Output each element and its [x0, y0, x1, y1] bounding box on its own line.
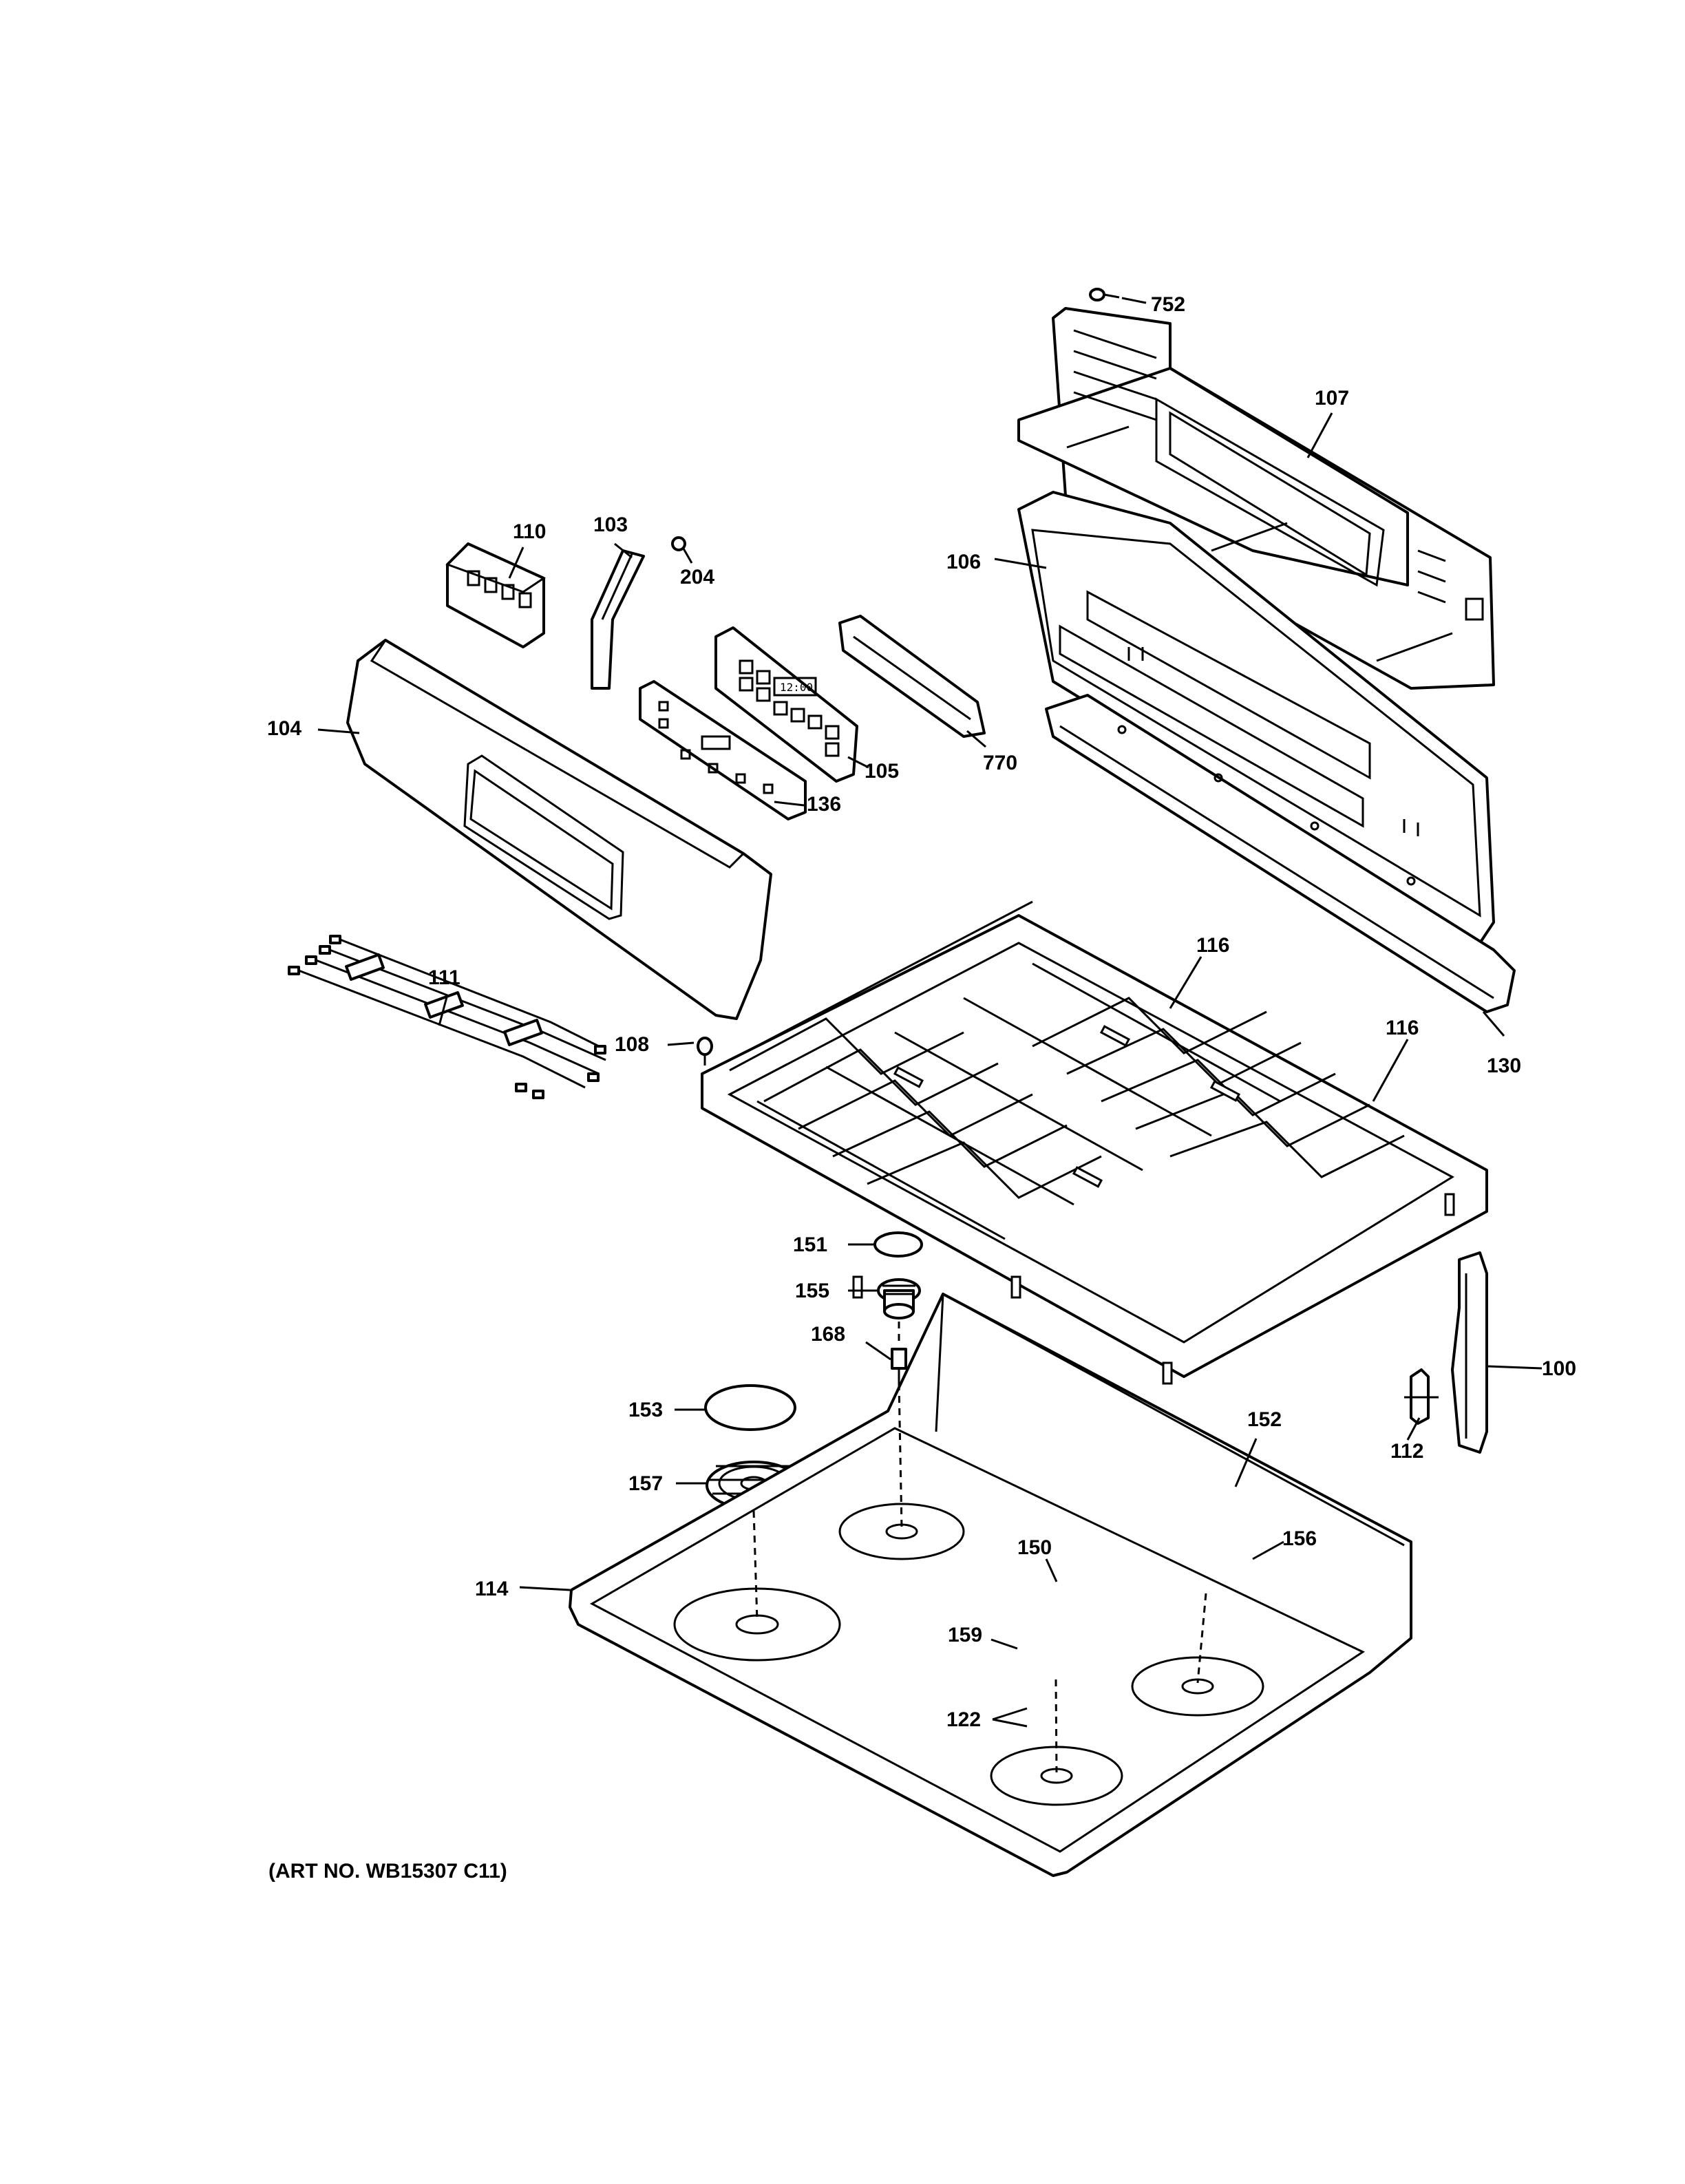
- callout-labels: 752 107 106 110 103 204 104 105 770 136 …: [267, 293, 1576, 1731]
- igniter-168: [891, 1322, 907, 1383]
- callout-151: 151: [793, 1233, 827, 1256]
- callout-111: 111: [428, 966, 460, 989]
- callout-100: 100: [1542, 1357, 1576, 1380]
- callout-108: 108: [615, 1033, 649, 1056]
- upper-rear-panel-107: [1017, 307, 1495, 690]
- callout-152: 152: [1247, 1408, 1282, 1431]
- callout-168: 168: [811, 1323, 845, 1346]
- callout-110: 110: [513, 520, 546, 543]
- callout-114: 114: [475, 1578, 509, 1600]
- callout-150: 150: [1017, 1536, 1052, 1559]
- knob-clip-108: [697, 1037, 713, 1066]
- cooktop-114: [569, 1293, 1412, 1877]
- screw-204: [671, 536, 686, 551]
- callout-155: 155: [795, 1280, 829, 1302]
- callout-204: 204: [680, 566, 714, 589]
- callout-116-lower: 116: [1386, 1017, 1419, 1039]
- callout-153: 153: [628, 1399, 663, 1421]
- callout-107: 107: [1315, 387, 1349, 410]
- callout-112: 112: [1390, 1440, 1423, 1463]
- callout-116-upper: 116: [1196, 934, 1229, 957]
- callout-122: 122: [946, 1708, 981, 1731]
- art-number: (ART NO. WB15307 C11): [268, 1860, 507, 1883]
- heat-shield-770: [838, 615, 986, 738]
- callout-157: 157: [628, 1472, 663, 1495]
- backsplash-trim-130: [1045, 694, 1516, 1013]
- callout-136: 136: [807, 793, 841, 816]
- leader-lines: [317, 297, 1543, 1728]
- callout-156: 156: [1282, 1527, 1317, 1550]
- burner-cap-153: [704, 1384, 796, 1431]
- lower-rear-panel-106: [1017, 491, 1495, 944]
- clip-112: [1404, 1368, 1439, 1425]
- screw-752: [1089, 288, 1120, 301]
- callout-752: 752: [1151, 293, 1185, 316]
- wire-harness-111: [288, 935, 606, 1099]
- control-panel-104: [346, 638, 772, 1020]
- callout-159: 159: [948, 1624, 982, 1646]
- control-board-110: [445, 542, 547, 648]
- bracket-103: [591, 549, 645, 690]
- overlay-136: [639, 680, 807, 820]
- callout-104: 104: [267, 717, 301, 740]
- display-readout: 12:00: [780, 681, 813, 694]
- callout-106: 106: [946, 551, 981, 573]
- callout-130: 130: [1487, 1054, 1521, 1077]
- burner-head-155: [877, 1278, 921, 1319]
- callout-103: 103: [593, 513, 628, 536]
- callout-770: 770: [983, 752, 1017, 774]
- callout-105: 105: [865, 760, 899, 783]
- electronic-control-105: 12:00: [714, 626, 858, 783]
- side-trim-100: [1451, 1251, 1488, 1454]
- burner-cap-151: [873, 1231, 923, 1258]
- burner-grates-116: [701, 900, 1488, 1385]
